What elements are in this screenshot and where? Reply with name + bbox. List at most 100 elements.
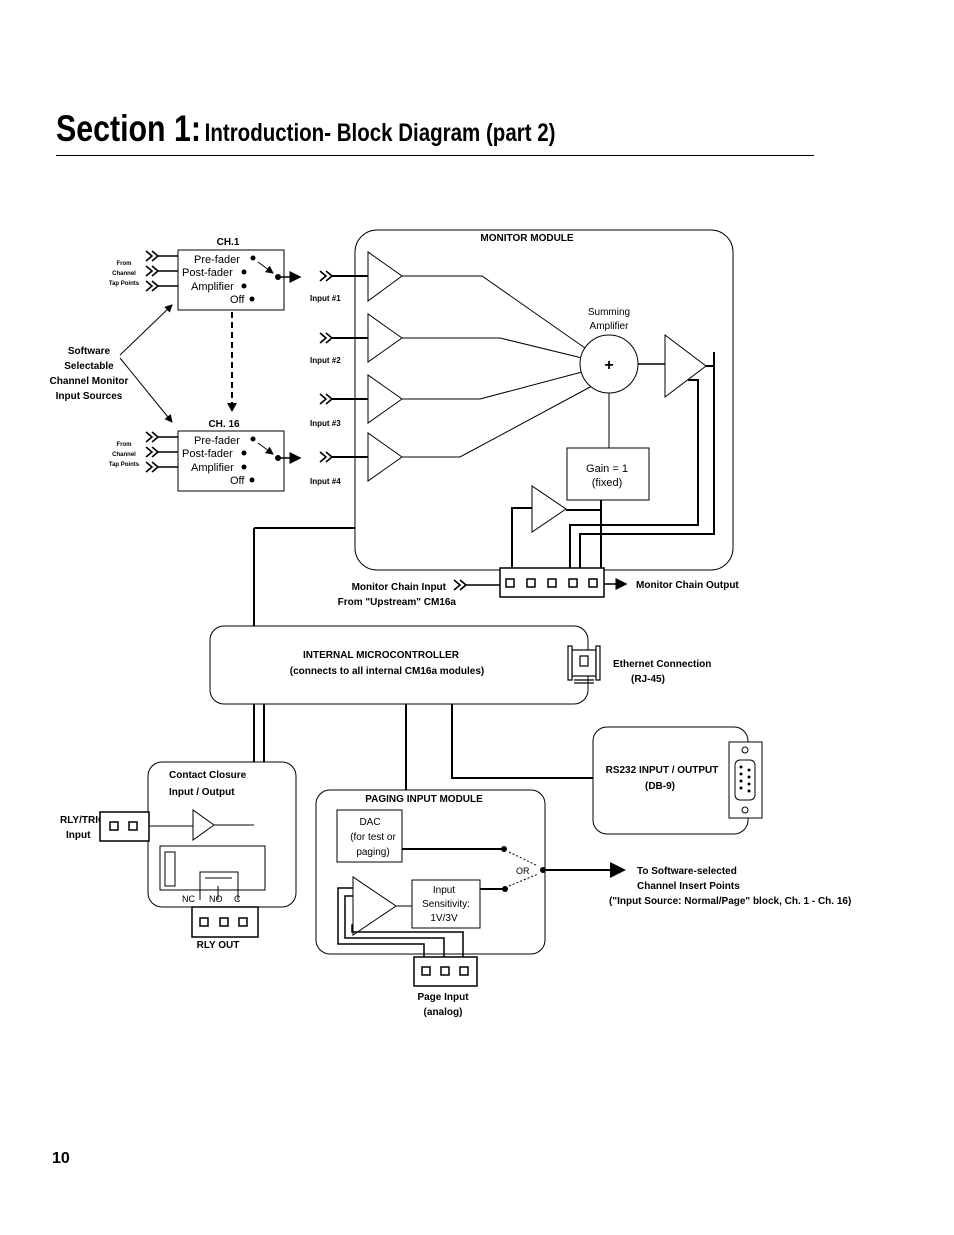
chain-connector-pins <box>505 578 598 588</box>
ch16-option-prefader: Pre-fader <box>194 435 240 447</box>
dac-line2: (for test or <box>350 832 396 843</box>
channel-range-arrowhead <box>227 403 237 412</box>
input-2-label: Input #2 <box>310 356 341 365</box>
micro-line1: INTERNAL MICROCONTROLLER <box>303 650 460 661</box>
software-label-line2: Selectable <box>64 361 114 372</box>
ch1-option-amplifier: Amplifier <box>191 281 234 293</box>
software-label-line1: Software <box>68 346 111 357</box>
paging-amplifier <box>352 876 397 936</box>
ch1-option-prefader: Pre-fader <box>194 254 240 266</box>
trig-amplifier <box>192 809 215 841</box>
dac-line3: paging) <box>356 847 389 858</box>
page-input-wiring <box>337 887 464 958</box>
rly-trig-pins <box>109 821 138 831</box>
ch1-source-arrows <box>145 250 178 292</box>
ch1-switch-contacts <box>241 255 281 302</box>
software-label-line3: Channel Monitor <box>50 376 129 387</box>
ch16-option-postfader: Post-fader <box>182 448 233 460</box>
chain-input-line1: Monitor Chain Input <box>352 582 447 593</box>
ch16-switch-arm <box>257 442 274 455</box>
output-amplifier <box>664 333 707 399</box>
page-input-line2: (analog) <box>424 1007 463 1018</box>
relay-pin-nc: NC <box>182 894 195 904</box>
input-3-label: Input #3 <box>310 419 341 428</box>
relay-coil <box>164 851 176 887</box>
rly-out-label: RLY OUT <box>197 940 240 951</box>
header-rule <box>56 155 814 156</box>
relay-pin-no: NO <box>209 894 223 904</box>
or-common-contact <box>540 867 546 873</box>
ch16-source-line1: From <box>117 442 132 448</box>
software-out-line2: Channel Insert Points <box>637 881 740 892</box>
ch1-source-line1: From <box>117 261 132 267</box>
input-4-label: Input #4 <box>310 477 341 486</box>
summing-label-line2: Amplifier <box>590 321 630 332</box>
monitor-module-label: MONITOR MODULE <box>480 233 573 244</box>
chain-input-arrow <box>453 579 468 591</box>
chain-output-label: Monitor Chain Output <box>636 580 739 591</box>
ch16-selector-box <box>177 430 285 492</box>
page-heading: Section 1: Introduction- Block Diagram (… <box>56 108 555 150</box>
chain-input-line2: From "Upstream" CM16a <box>338 597 457 608</box>
ch1-option-postfader: Post-fader <box>182 267 233 279</box>
input-lines <box>332 275 368 458</box>
software-out-line1: To Software-selected <box>637 866 737 877</box>
or-switch-arm-bottom <box>508 873 539 887</box>
section-number: Section 1: <box>56 108 201 149</box>
contact-line1: Contact Closure <box>169 770 247 781</box>
micro-line2: (connects to all internal CM16a modules) <box>290 666 484 677</box>
paging-module-label: PAGING INPUT MODULE <box>365 794 483 805</box>
ch16-label: CH. 16 <box>208 419 240 430</box>
summing-label-line1: Summing <box>588 307 630 318</box>
software-label-line4: Input Sources <box>56 391 123 402</box>
or-label: OR <box>516 866 530 876</box>
software-out-line3: ("Input Source: Normal/Page" block, Ch. … <box>609 896 851 907</box>
sensitivity-box <box>411 879 481 929</box>
ethernet-line2: (RJ-45) <box>631 674 665 685</box>
relay-box <box>159 845 266 891</box>
input-amplifiers <box>367 251 403 482</box>
ch1-switch-arm <box>257 261 274 274</box>
page-number: 10 <box>52 1150 70 1167</box>
dac-box <box>336 809 403 863</box>
rs232-line2: (DB-9) <box>645 781 675 792</box>
ch1-label: CH.1 <box>217 237 240 248</box>
ch16-source-line2: Channel <box>112 452 136 458</box>
ethernet-line1: Ethernet Connection <box>613 659 711 670</box>
or-switch-arm-top <box>508 851 539 867</box>
input-1-label: Input #1 <box>310 294 341 303</box>
software-arrow-ch16 <box>119 357 173 423</box>
sensitivity-line2: Sensitivity: <box>422 899 470 910</box>
rly-out-pins <box>199 917 248 927</box>
sensitivity-line1: Input <box>433 885 455 896</box>
ch16-source-line3: Tap Points <box>109 462 140 468</box>
rly-trig-connector <box>99 811 150 842</box>
ch16-option-off: Off <box>230 475 245 487</box>
rs232-line1: RS232 INPUT / OUTPUT <box>606 765 719 776</box>
ch1-source-line3: Tap Points <box>109 281 140 287</box>
db9-connector-icon <box>728 741 763 819</box>
ch1-selector-box <box>177 249 285 311</box>
relay-pin-c: C <box>234 894 241 904</box>
ch16-switch-contacts <box>241 436 281 483</box>
ethernet-icon <box>567 645 601 684</box>
section-title: Introduction- Block Diagram (part 2) <box>204 119 556 147</box>
gain-line2: (fixed) <box>592 477 623 489</box>
rly-trig-line1: RLY/TRIG <box>60 815 106 826</box>
page-input-line1: Page Input <box>417 992 469 1003</box>
or-contact-top <box>501 846 507 852</box>
monitor-wiring <box>253 352 715 626</box>
gain-box <box>566 447 650 501</box>
microcontroller-box <box>209 625 589 705</box>
input-chevrons <box>319 270 334 463</box>
sensitivity-line3: 1V/3V <box>430 913 458 924</box>
page-input-pins <box>421 966 469 976</box>
gain-line1: Gain = 1 <box>586 463 628 475</box>
ch1-source-line2: Channel <box>112 271 136 277</box>
relay-contacts <box>199 871 239 900</box>
summing-plus: + <box>604 357 613 374</box>
contact-line2: Input / Output <box>169 787 235 798</box>
ch16-source-arrows <box>145 431 178 473</box>
dac-line1: DAC <box>359 817 380 828</box>
